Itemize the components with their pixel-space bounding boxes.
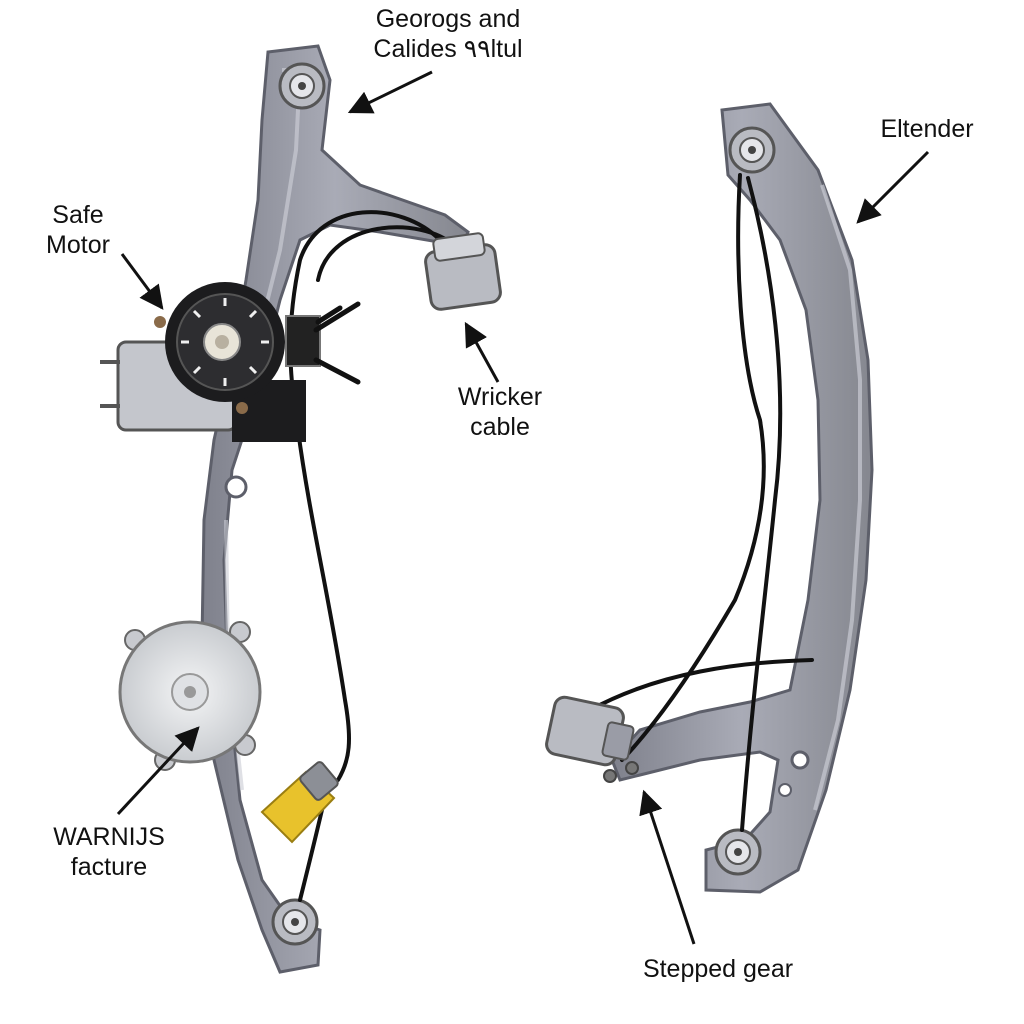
right-extender-rail xyxy=(610,102,874,894)
yellow-connector xyxy=(260,761,339,844)
mounting-hole xyxy=(224,475,248,499)
top-pulley-left xyxy=(278,62,326,110)
label-gear-text: Stepped gear xyxy=(642,955,794,983)
top-pulley-right xyxy=(728,126,776,174)
label-motor-line1: Safe xyxy=(52,201,104,229)
stepped-gear xyxy=(545,695,639,783)
rail-hole-b xyxy=(778,783,792,797)
label-extender-text: Eltender xyxy=(880,115,974,143)
label-warning: WARNIJS facture xyxy=(34,822,184,882)
label-top-line1: Georogs and xyxy=(375,5,521,33)
rail-hole-a xyxy=(790,750,810,770)
label-cable: Wricker cable xyxy=(440,382,560,442)
label-top: Georogs and Calides ٩٩ltul xyxy=(348,4,548,64)
label-motor-line2: Motor xyxy=(46,231,110,259)
arrow-extender xyxy=(856,150,930,224)
label-cable-line2: cable xyxy=(470,413,530,441)
label-top-line2: Calides ٩٩ltul xyxy=(373,35,523,63)
right-cables xyxy=(588,173,814,832)
left-regulator-rail xyxy=(200,44,470,974)
arrow-warning xyxy=(116,726,200,816)
cable-end-cap xyxy=(424,232,502,311)
callout-arrows xyxy=(116,70,930,945)
bottom-pulley-right xyxy=(714,828,762,876)
safe-motor xyxy=(100,282,361,442)
arrow-gear xyxy=(639,789,696,945)
drum-disc xyxy=(118,620,262,771)
label-extender: Eltender xyxy=(860,114,994,144)
label-warning-line1: WARNIJS xyxy=(53,823,165,851)
label-warning-line2: facture xyxy=(70,853,148,881)
arrow-top xyxy=(347,70,433,114)
label-motor: Safe Motor xyxy=(28,200,128,260)
label-cable-line1: Wricker xyxy=(457,383,543,411)
arrow-cable xyxy=(464,321,500,383)
label-gear: Stepped gear xyxy=(620,954,816,984)
arrow-motor xyxy=(120,253,164,310)
bottom-pulley-left xyxy=(271,898,319,946)
